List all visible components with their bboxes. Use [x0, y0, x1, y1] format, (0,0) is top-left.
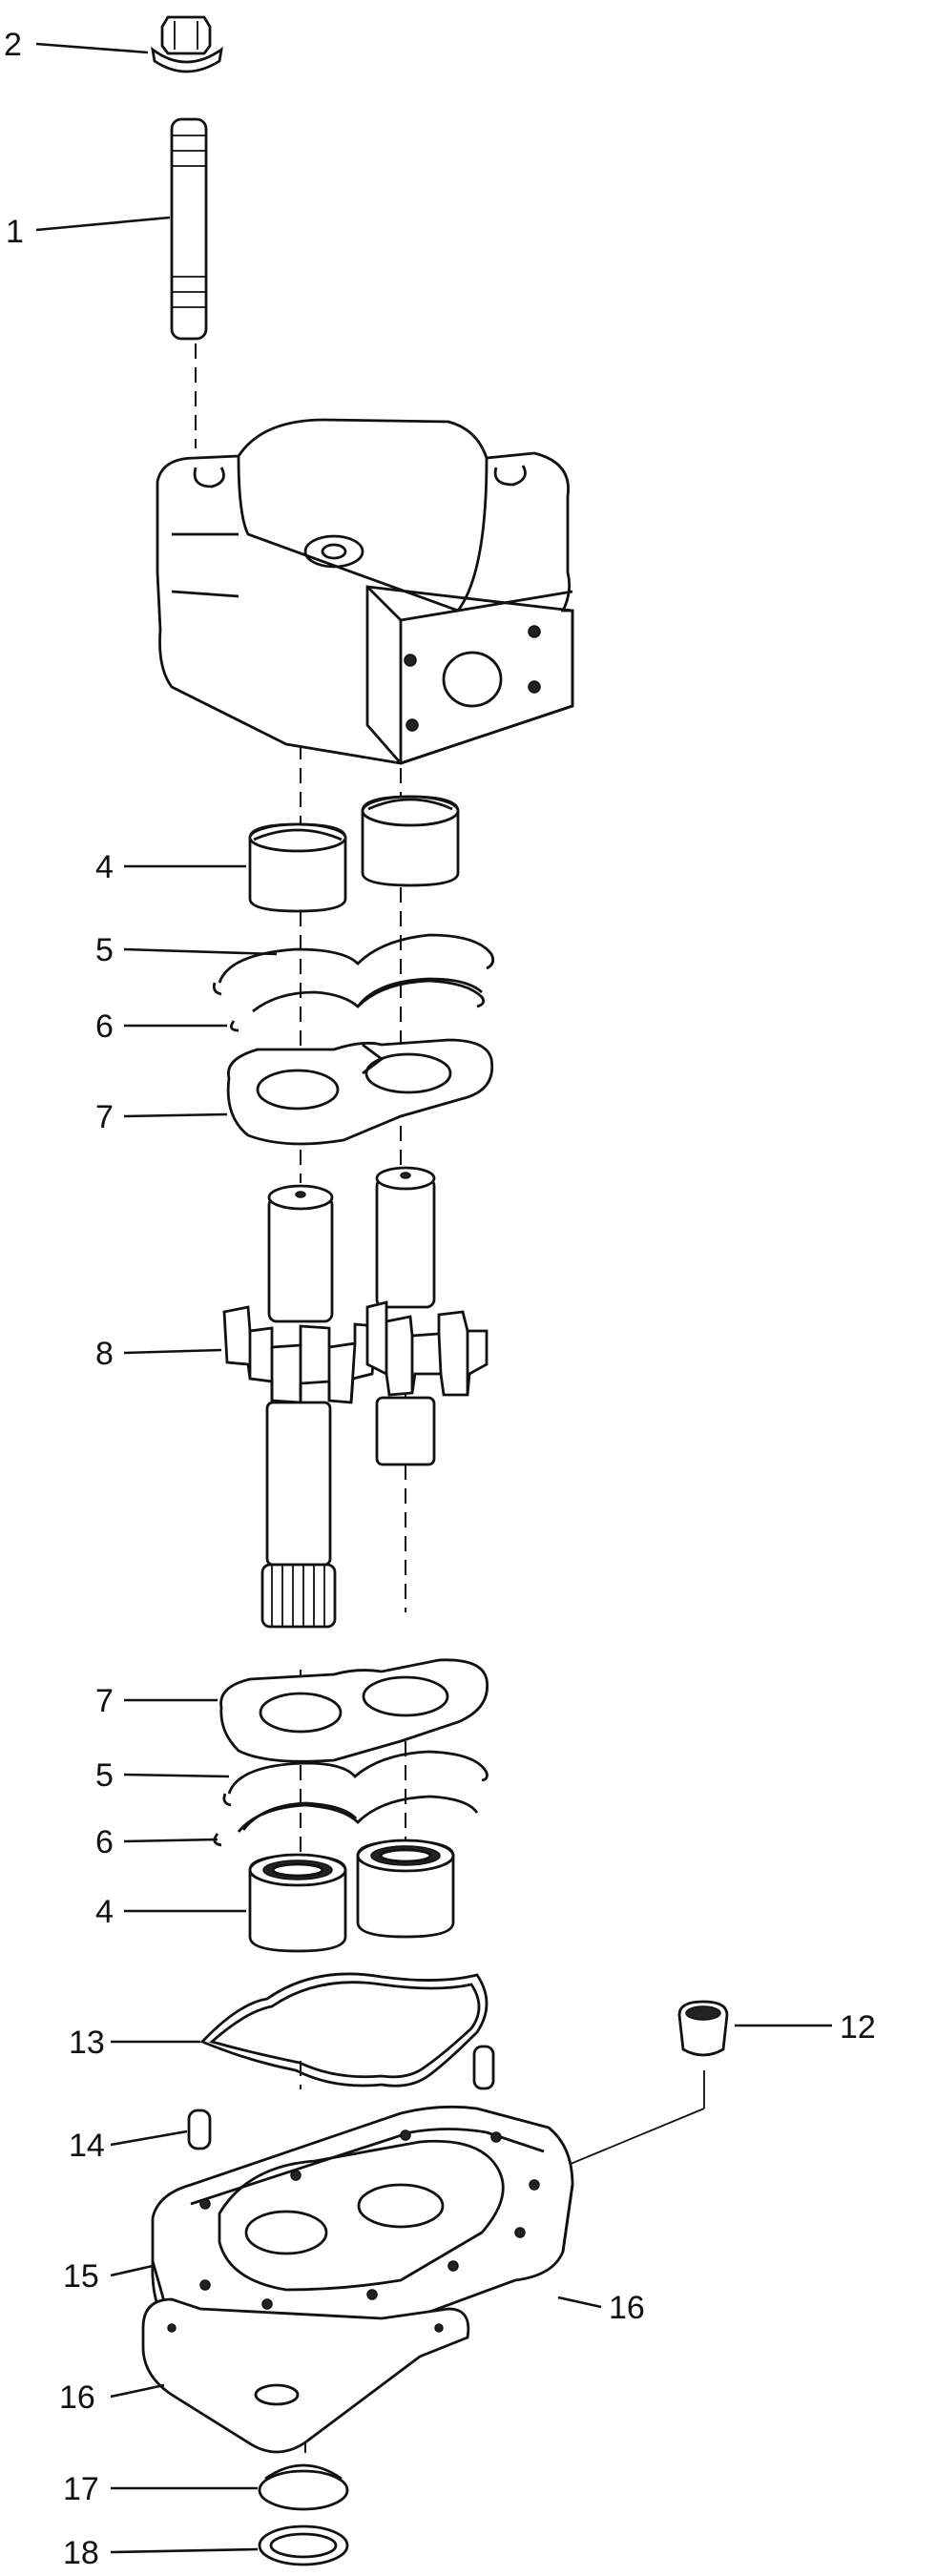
callout-7-upper: 7 [95, 1099, 114, 1135]
part-14-pin [187, 2109, 212, 2150]
callout-labels: 2 1 4 5 6 7 8 7 5 6 4 13 14 15 16 16 17 … [4, 27, 876, 2571]
part-8-gears [222, 1166, 489, 1629]
part-18-ring [258, 2524, 349, 2566]
pump-body [156, 418, 574, 765]
part-7-plate-lower [219, 1658, 489, 1763]
leader-lines [35, 42, 832, 2554]
callout-5-lower: 5 [95, 1757, 114, 1794]
callout-12: 12 [840, 2009, 876, 2046]
part-12-plug [677, 2000, 729, 2057]
part-4-bushings-upper [248, 795, 460, 913]
part-1-stud [170, 117, 208, 341]
callout-16-left: 16 [59, 2379, 95, 2416]
part-5-6-seals-upper [212, 933, 495, 1032]
callout-16-right: 16 [609, 2290, 645, 2326]
part-2-nut [151, 15, 223, 73]
part-17-ring [258, 2463, 349, 2511]
part-5-6-seals-lower [213, 1750, 489, 1847]
part-15-cover [151, 2105, 574, 2353]
callout-5-upper: 5 [95, 932, 114, 968]
dowel-pin-right [472, 2045, 495, 2090]
callout-18: 18 [63, 2535, 99, 2571]
callout-1: 1 [6, 214, 24, 250]
callout-2: 2 [4, 27, 22, 63]
callout-14: 14 [69, 2128, 105, 2164]
callout-6-lower: 6 [95, 1824, 114, 1860]
part-13-o-ring [199, 1972, 489, 2088]
callout-6-upper: 6 [95, 1008, 114, 1045]
bottom-flange [141, 2297, 470, 2454]
callout-17: 17 [63, 2471, 99, 2507]
callout-4-lower: 4 [95, 1894, 114, 1930]
callout-8: 8 [95, 1336, 114, 1372]
part-4-bearings-lower [248, 1839, 455, 1953]
callout-7-lower: 7 [95, 1683, 114, 1719]
callout-13: 13 [69, 2025, 105, 2061]
callout-15: 15 [63, 2258, 99, 2295]
part-7-plate-upper [226, 1038, 494, 1146]
callout-4-upper: 4 [95, 849, 114, 885]
